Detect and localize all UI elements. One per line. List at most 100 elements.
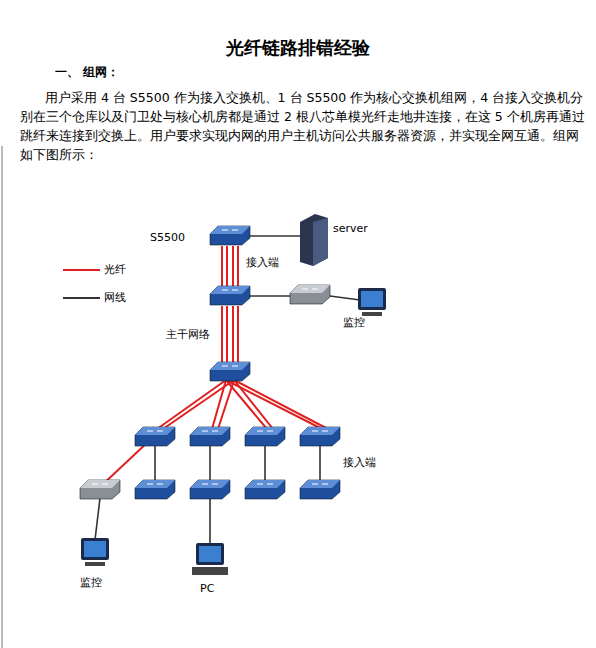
area-label: 接入端 <box>246 255 279 270</box>
device-label: server <box>333 222 368 235</box>
path-shape <box>210 362 250 370</box>
switch-icon <box>210 286 250 305</box>
path-shape <box>135 480 175 499</box>
cable-line <box>209 498 211 545</box>
switch-icon <box>290 285 330 304</box>
path-shape <box>135 480 175 488</box>
switch-icon <box>210 226 250 245</box>
fiber-line <box>212 380 226 429</box>
path-shape <box>190 427 230 446</box>
switch-icon <box>190 427 230 446</box>
path-shape <box>190 427 230 435</box>
page-title: 光纤链路排错经验 <box>0 36 596 60</box>
path-shape <box>190 480 230 499</box>
fiber-line <box>237 246 239 288</box>
path-shape <box>245 427 285 446</box>
rect-shape <box>85 562 105 566</box>
path-shape <box>313 218 328 266</box>
rect-shape <box>361 291 383 307</box>
path-shape <box>300 427 340 446</box>
monitor-icon <box>358 288 386 316</box>
path-shape <box>245 480 285 488</box>
rect-shape <box>358 288 386 310</box>
monitor-icon <box>81 538 109 566</box>
rect-shape <box>192 567 228 575</box>
path-shape <box>190 480 230 488</box>
path-shape <box>80 480 120 488</box>
area-label: 接入端 <box>343 455 376 470</box>
cable-line <box>264 445 266 484</box>
rect-shape <box>84 541 106 557</box>
legend-black-line <box>63 297 100 299</box>
switch-icon <box>300 427 340 446</box>
path-shape <box>210 286 250 294</box>
frame-border <box>2 146 3 648</box>
device-label: 监控 <box>80 575 102 590</box>
path-shape <box>92 484 108 485</box>
path-shape <box>245 480 285 499</box>
path-shape <box>290 285 330 304</box>
path-shape <box>302 289 318 290</box>
switch-icon <box>135 427 175 446</box>
path-shape <box>245 427 285 435</box>
fiber-line <box>221 246 223 288</box>
path-shape <box>210 226 250 234</box>
path-shape <box>300 214 328 266</box>
fiber-line <box>221 306 223 364</box>
legend-label: 网线 <box>104 290 126 305</box>
fiber-line <box>232 306 234 364</box>
switch-icon <box>300 480 340 499</box>
path-shape <box>222 290 238 291</box>
path-shape <box>210 226 250 245</box>
path-shape <box>210 362 250 381</box>
body-paragraph: 用户采用 4 台 S5500 作为接入交换机、1 台 S5500 作为核心交换机… <box>20 88 590 164</box>
path-shape <box>80 480 120 499</box>
path-shape <box>300 480 340 499</box>
path-shape <box>257 484 273 485</box>
path-shape <box>210 286 250 305</box>
path-shape <box>147 431 163 432</box>
path-shape <box>257 431 273 432</box>
fiber-line <box>237 306 239 364</box>
path-shape <box>202 431 218 432</box>
cable-line <box>154 445 156 484</box>
switch-icon <box>210 362 250 381</box>
legend-red-line <box>63 269 100 271</box>
path-shape <box>135 427 175 435</box>
cable-line <box>95 498 100 540</box>
path-shape <box>312 484 328 485</box>
path-shape <box>222 366 238 367</box>
fiber-line <box>226 306 228 364</box>
path-shape <box>202 484 218 485</box>
cable-line <box>250 295 290 297</box>
rect-shape <box>199 546 221 562</box>
legend-label: 光纤 <box>104 262 126 277</box>
switch-icon <box>245 480 285 499</box>
path-shape <box>312 431 328 432</box>
area-label: 主干网络 <box>166 327 210 342</box>
section-heading: 一、 组网： <box>55 64 119 81</box>
fiber-line <box>163 380 234 429</box>
path-shape <box>300 427 340 435</box>
rect-shape <box>196 543 224 565</box>
pc-icon <box>192 543 228 575</box>
device-label: 监控 <box>343 315 365 330</box>
device-label: S5500 <box>150 231 185 244</box>
devices <box>80 214 386 575</box>
wires <box>95 236 360 545</box>
fiber-line <box>232 246 234 288</box>
path-shape <box>222 230 238 231</box>
device-label: PC <box>200 582 214 595</box>
rect-shape <box>362 312 382 316</box>
switch-icon <box>135 480 175 499</box>
switch-icon <box>245 427 285 446</box>
path-shape <box>135 427 175 446</box>
fiber-line <box>234 380 328 429</box>
rect-shape <box>81 538 109 560</box>
switch-icon <box>190 480 230 499</box>
cable-line <box>319 445 321 484</box>
cable-line <box>330 296 360 300</box>
server-icon <box>300 214 328 266</box>
cable-line <box>209 445 211 484</box>
fiber-line <box>226 380 322 429</box>
